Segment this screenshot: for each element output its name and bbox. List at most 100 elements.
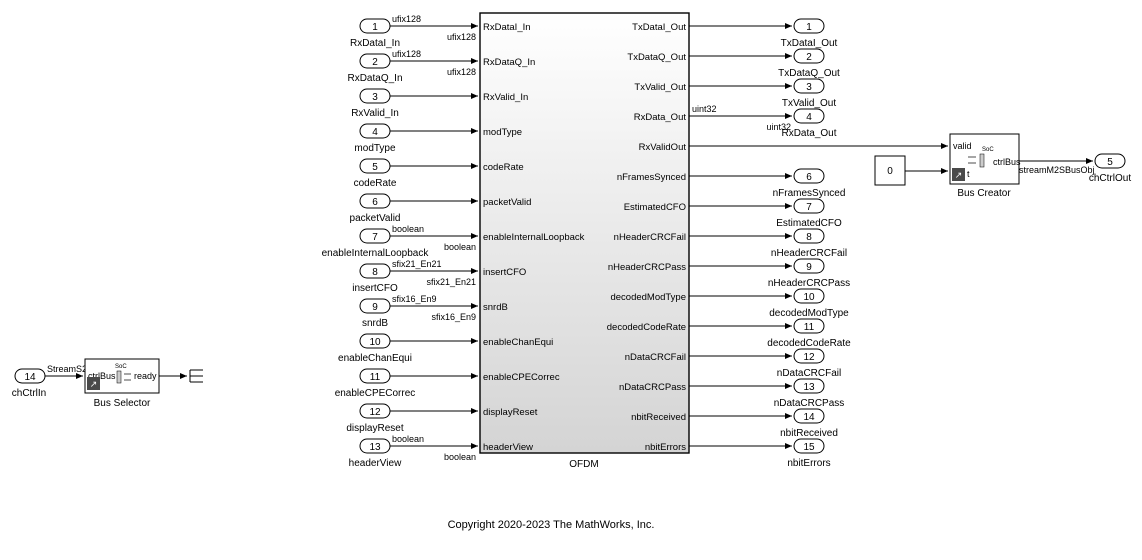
outport-name: chCtrlOut: [1089, 173, 1131, 184]
inport-name: chCtrlIn: [12, 388, 46, 399]
inport-name: packetValid: [350, 213, 401, 224]
inport-block[interactable]: 8: [359, 263, 391, 279]
copyright-text: Copyright 2020-2023 The MathWorks, Inc.: [447, 519, 655, 531]
inport-block[interactable]: 13: [359, 438, 391, 454]
outport-block[interactable]: 10: [793, 288, 825, 304]
bus-selector-in-port: ctrlBus: [88, 371, 116, 381]
outport-number: 5: [1107, 157, 1113, 168]
inport-number: 11: [370, 372, 381, 383]
ofdm-input-port-label: RxDataI_In: [483, 22, 531, 33]
bus-creator-block[interactable]: valid ctrlBus SoC ↗ t Bus Creator: [949, 133, 1021, 199]
ofdm-input-port-label: RxDataQ_In: [483, 57, 535, 68]
outport-block[interactable]: 6: [793, 168, 825, 184]
outport-name: TxValid_Out: [782, 98, 837, 109]
inport-block[interactable]: 12: [359, 403, 391, 419]
ofdm-output-port-label: nDataCRCPass: [619, 382, 686, 393]
outport-block[interactable]: 2: [793, 48, 825, 64]
outport-block[interactable]: 11: [793, 318, 825, 334]
inport-chctrlin[interactable]: 14: [14, 368, 46, 384]
inport-name: insertCFO: [352, 283, 398, 294]
outport-block[interactable]: 1: [793, 18, 825, 34]
bus-selector-out-port: ready: [134, 371, 157, 381]
inport-name: enableChanEqui: [338, 353, 412, 364]
outport-name: nDataCRCPass: [774, 398, 845, 409]
outport-block[interactable]: 4: [793, 108, 825, 124]
bus-selector-name: Bus Selector: [94, 398, 151, 409]
ofdm-input-port-label: insertCFO: [483, 267, 526, 278]
ofdm-output-port-label: nDataCRCFail: [625, 352, 686, 363]
outport-row: RxValidOut: [639, 142, 687, 153]
inport-block[interactable]: 2: [359, 53, 391, 69]
inport-block[interactable]: 11: [359, 368, 391, 384]
bus-creator-in-t: t: [967, 169, 970, 179]
outport-number: 4: [806, 112, 812, 123]
inport-block[interactable]: 3: [359, 88, 391, 104]
outport-number: 11: [804, 322, 815, 333]
signal-type-label: sfix16_En9: [431, 312, 476, 322]
bus-icon: [968, 153, 985, 168]
outport-block[interactable]: 13: [793, 378, 825, 394]
ofdm-input-port-label: snrdB: [483, 302, 508, 313]
ofdm-output-port-label: TxDataI_Out: [632, 22, 686, 33]
outport-name: nHeaderCRCPass: [768, 278, 850, 289]
ofdm-block[interactable]: OFDM: [479, 12, 690, 470]
signal-type-label: ufix128: [392, 49, 421, 59]
signal-type-label: uint32: [692, 104, 717, 114]
signal-type-label: boolean: [392, 224, 424, 234]
outport-block[interactable]: 8: [793, 228, 825, 244]
outport-block[interactable]: 14: [793, 408, 825, 424]
outport-number: 7: [806, 202, 812, 213]
outport-name: nbitErrors: [787, 458, 830, 469]
ofdm-output-port-label: nbitErrors: [645, 442, 686, 453]
outport-name: nbitReceived: [780, 428, 838, 439]
outport-block[interactable]: 12: [793, 348, 825, 364]
ofdm-output-port-label: decodedModType: [610, 292, 686, 303]
inport-block[interactable]: 5: [359, 158, 391, 174]
inport-block[interactable]: 6: [359, 193, 391, 209]
inport-number: 6: [372, 197, 378, 208]
inport-block[interactable]: 7: [359, 228, 391, 244]
inport-name: enableInternalLoopback: [322, 248, 430, 259]
terminator-block[interactable]: [189, 369, 203, 383]
inport-number: 1: [372, 22, 378, 33]
bus-creator-in-valid: valid: [953, 141, 972, 151]
outport-chctrlout[interactable]: 5: [1094, 153, 1126, 169]
outport-row: nDataCRCPass 13 nDataCRCPass: [619, 378, 845, 409]
signal-type-label: ufix128: [447, 32, 476, 42]
bus-creator-out-port: ctrlBus: [993, 157, 1021, 167]
ofdm-input-port-label: displayReset: [483, 407, 538, 418]
signal-type-label: sfix21_En21: [392, 259, 442, 269]
ofdm-output-port-label: EstimatedCFO: [624, 202, 686, 213]
outport-number: 8: [806, 232, 812, 243]
inport-name: RxDataI_In: [350, 38, 400, 49]
outport-block[interactable]: 15: [793, 438, 825, 454]
outport-block[interactable]: 3: [793, 78, 825, 94]
inport-block[interactable]: 9: [359, 298, 391, 314]
bus-selector-block[interactable]: ctrlBus ready SoC ↗ Bus Selector: [84, 358, 160, 409]
signal-type-label: boolean: [444, 242, 476, 252]
ofdm-output-port-label: RxData_Out: [634, 112, 687, 123]
inport-number: 9: [372, 302, 378, 313]
constant-value: 0: [887, 166, 893, 177]
outport-name: TxDataI_Out: [781, 38, 838, 49]
inport-block[interactable]: 1: [359, 18, 391, 34]
outport-block[interactable]: 7: [793, 198, 825, 214]
inport-number: 7: [372, 232, 378, 243]
inport-block[interactable]: 10: [359, 333, 391, 349]
inport-block[interactable]: 4: [359, 123, 391, 139]
inport-name: RxValid_In: [351, 108, 399, 119]
outport-number: 12: [803, 352, 815, 363]
outport-number: 13: [803, 382, 815, 393]
outport-block[interactable]: 9: [793, 258, 825, 274]
outport-name: decodedModType: [769, 308, 849, 319]
bus-creator-name: Bus Creator: [957, 188, 1011, 199]
outport-name: nDataCRCFail: [777, 368, 841, 379]
constant-block[interactable]: [874, 155, 906, 186]
